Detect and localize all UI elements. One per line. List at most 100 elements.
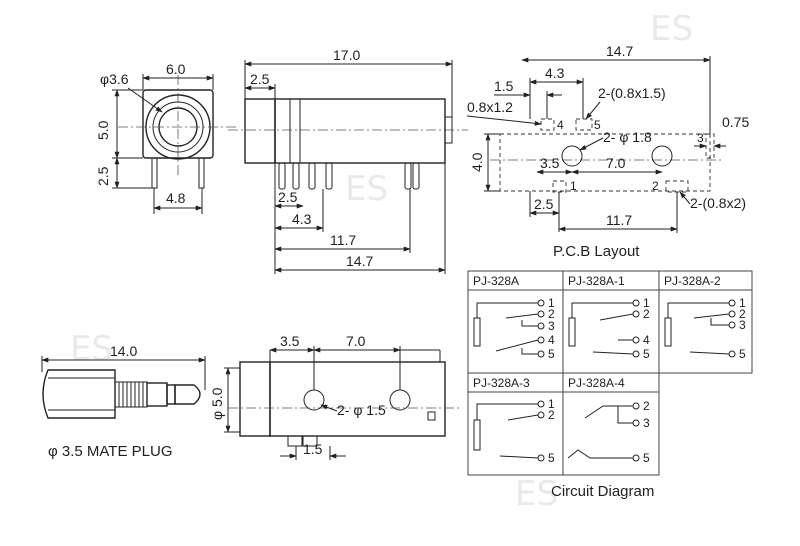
- dim-front-width: 6.0: [166, 61, 186, 77]
- svg-text:3: 3: [739, 318, 746, 332]
- watermark-text: ES: [345, 169, 388, 209]
- svg-text:2: 2: [548, 307, 555, 321]
- pcb-layout: 4 5 3 1 2 14.7 4.3 1.5 0.8x1.2 2-(0.8x1.…: [466, 43, 749, 260]
- svg-text:1: 1: [548, 397, 555, 411]
- svg-text:4: 4: [548, 333, 555, 347]
- dim-front-offset: 2.5: [95, 166, 111, 186]
- pcb-pin-label: 4: [557, 118, 564, 132]
- circuit-title: PJ-328A-3: [473, 376, 530, 390]
- circuit-pj-328a-2: 1 2 3 5: [664, 296, 746, 361]
- side-pin: [292, 162, 300, 190]
- bottom-hole: [303, 389, 325, 411]
- dim-bottom-holes: 2- φ 1.5: [337, 402, 386, 418]
- dim-plug-length: 14.0: [110, 343, 137, 359]
- pcb-caption: P.C.B Layout: [553, 243, 640, 260]
- bottom-view: 3.5 7.0 φ 5.0 2- φ 1.5 1.5: [209, 333, 460, 460]
- svg-text:5: 5: [548, 451, 555, 465]
- side-rear-tab: [444, 116, 453, 144]
- circuit-pj-328a: 1 2 3 4 5: [473, 296, 555, 361]
- dim-bottom-d3: 1.5: [303, 441, 323, 457]
- dim-pcb-d6: 11.7: [606, 212, 632, 228]
- dim-side-nose: 2.5: [250, 71, 270, 87]
- bottom-body: [269, 361, 446, 437]
- plug-grip: [42, 369, 116, 419]
- svg-text:2: 2: [548, 408, 555, 422]
- dim-pcb-d3: 3.5: [540, 155, 560, 171]
- dim-side-pin-d: 14.7: [346, 253, 373, 269]
- side-view: 17.0 2.5 2.5 4.3 11.7 14.7: [228, 47, 468, 274]
- front-pin-left: [151, 157, 158, 189]
- side-pin: [404, 162, 412, 190]
- dim-side-pin-a: 2.5: [278, 189, 298, 205]
- side-pin: [412, 162, 420, 190]
- side-pin: [325, 162, 333, 190]
- svg-text:3: 3: [548, 319, 555, 333]
- front-view: 6.0 φ3.6 5.0 2.5 4.8: [95, 61, 238, 214]
- dim-side-pin-c: 11.7: [330, 232, 356, 248]
- circuit-pj-328a-1: 1 2 4 5: [568, 296, 650, 361]
- pcb-pin-label: 3: [697, 131, 704, 145]
- pcb-outline: [499, 133, 711, 192]
- svg-text:1: 1: [548, 296, 555, 310]
- dim-pcb-pad-c: 2-(0.8x2): [690, 195, 746, 211]
- svg-text:5: 5: [739, 347, 746, 361]
- plug-sleeve: [146, 382, 168, 407]
- pcb-hole: [561, 145, 583, 167]
- dim-pcb-h: 4.0: [469, 152, 485, 172]
- svg-text:3: 3: [643, 416, 650, 430]
- dim-pcb-d5: 2.5: [534, 196, 554, 212]
- dim-pcb-d1: 1.5: [494, 78, 514, 94]
- dim-pcb-d2: 4.3: [545, 65, 565, 81]
- plug-ring: [166, 384, 176, 405]
- plug-tip: [174, 384, 201, 405]
- svg-text:2: 2: [643, 307, 650, 321]
- dim-pcb-d4: 7.0: [606, 155, 626, 171]
- svg-text:5: 5: [643, 451, 650, 465]
- dim-front-pin-span: 4.8: [166, 190, 186, 206]
- dim-front-height: 5.0: [95, 120, 111, 140]
- svg-text:2: 2: [643, 399, 650, 413]
- pcb-pin-label: 2: [652, 179, 659, 193]
- dim-pcb-hole: 2- φ 1.8: [603, 129, 652, 145]
- dim-pcb-pad-b: 2-(0.8x1.5): [598, 85, 666, 101]
- dim-bottom-dia: φ 5.0: [209, 387, 225, 420]
- dim-pcb-pad-a: 0.8x1.2: [467, 99, 513, 115]
- pcb-pin-label: 1: [570, 179, 577, 193]
- svg-text:1: 1: [739, 296, 746, 310]
- circuit-diagram: PJ-328A PJ-328A-1 PJ-328A-2 PJ-328A-3 PJ…: [467, 270, 753, 500]
- pcb-pad-4: [540, 118, 555, 131]
- circuit-title: PJ-328A: [473, 274, 519, 288]
- dim-bottom-d1: 3.5: [280, 333, 300, 349]
- dim-pcb-pad-w: 0.75: [722, 114, 749, 130]
- svg-text:5: 5: [643, 347, 650, 361]
- plug-caption: φ 3.5 MATE PLUG: [48, 443, 172, 460]
- circuit-caption: Circuit Diagram: [551, 483, 654, 500]
- dim-bottom-d2: 7.0: [346, 333, 366, 349]
- svg-text:5: 5: [548, 347, 555, 361]
- bottom-hole: [389, 389, 411, 411]
- circuit-pj-328a-3: 1 2 5: [473, 397, 555, 465]
- pcb-pad-5: [575, 118, 593, 131]
- side-nose: [244, 98, 276, 164]
- svg-text:1: 1: [643, 296, 650, 310]
- dim-front-diameter: φ3.6: [100, 71, 129, 87]
- pcb-pad-2: [665, 180, 689, 193]
- circuit-title: PJ-328A-1: [568, 274, 625, 288]
- pcb-hole: [651, 145, 673, 167]
- side-pin: [308, 162, 316, 190]
- svg-text:2: 2: [739, 307, 746, 321]
- circuit-pj-328a-4: 2 3 5: [567, 399, 650, 465]
- circuit-title: PJ-328A-2: [664, 274, 721, 288]
- watermark-text: ES: [70, 329, 113, 369]
- mate-plug: 14.0 φ 3.5 MATE PLUG: [41, 343, 206, 460]
- watermark-text: ES: [650, 9, 693, 49]
- front-pin-right: [198, 157, 205, 189]
- watermark: ES ES ES ES: [70, 9, 693, 514]
- pcb-pad-1: [552, 180, 567, 193]
- side-pin: [278, 162, 286, 190]
- dim-side-length: 17.0: [333, 47, 360, 63]
- pcb-pin-label: 5: [594, 118, 601, 132]
- watermark-text: ES: [515, 474, 558, 514]
- svg-text:4: 4: [643, 333, 650, 347]
- bottom-nose: [239, 361, 271, 437]
